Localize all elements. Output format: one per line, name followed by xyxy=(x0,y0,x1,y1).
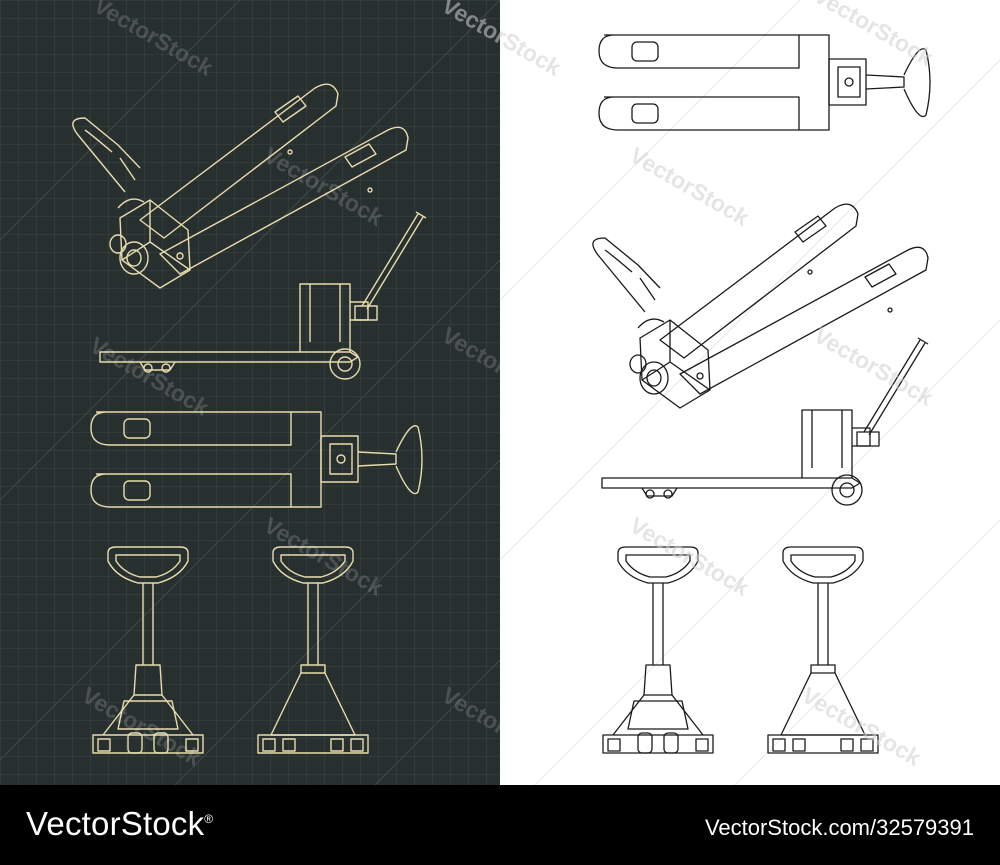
pallet-truck-drawings: VectorStock VectorStock VectorStock Vect… xyxy=(0,0,1000,785)
registered-mark: ® xyxy=(204,812,214,826)
footer-bar: VectorStock® VectorStock.com/32579391 xyxy=(0,785,1000,865)
image-id: VectorStock.com/32579391 xyxy=(704,815,974,840)
brand-name: VectorStock xyxy=(26,805,205,842)
light-lineart-panel xyxy=(499,0,1000,785)
vectorstock-logo: VectorStock® xyxy=(26,805,213,843)
dark-blueprint-panel xyxy=(0,0,501,785)
